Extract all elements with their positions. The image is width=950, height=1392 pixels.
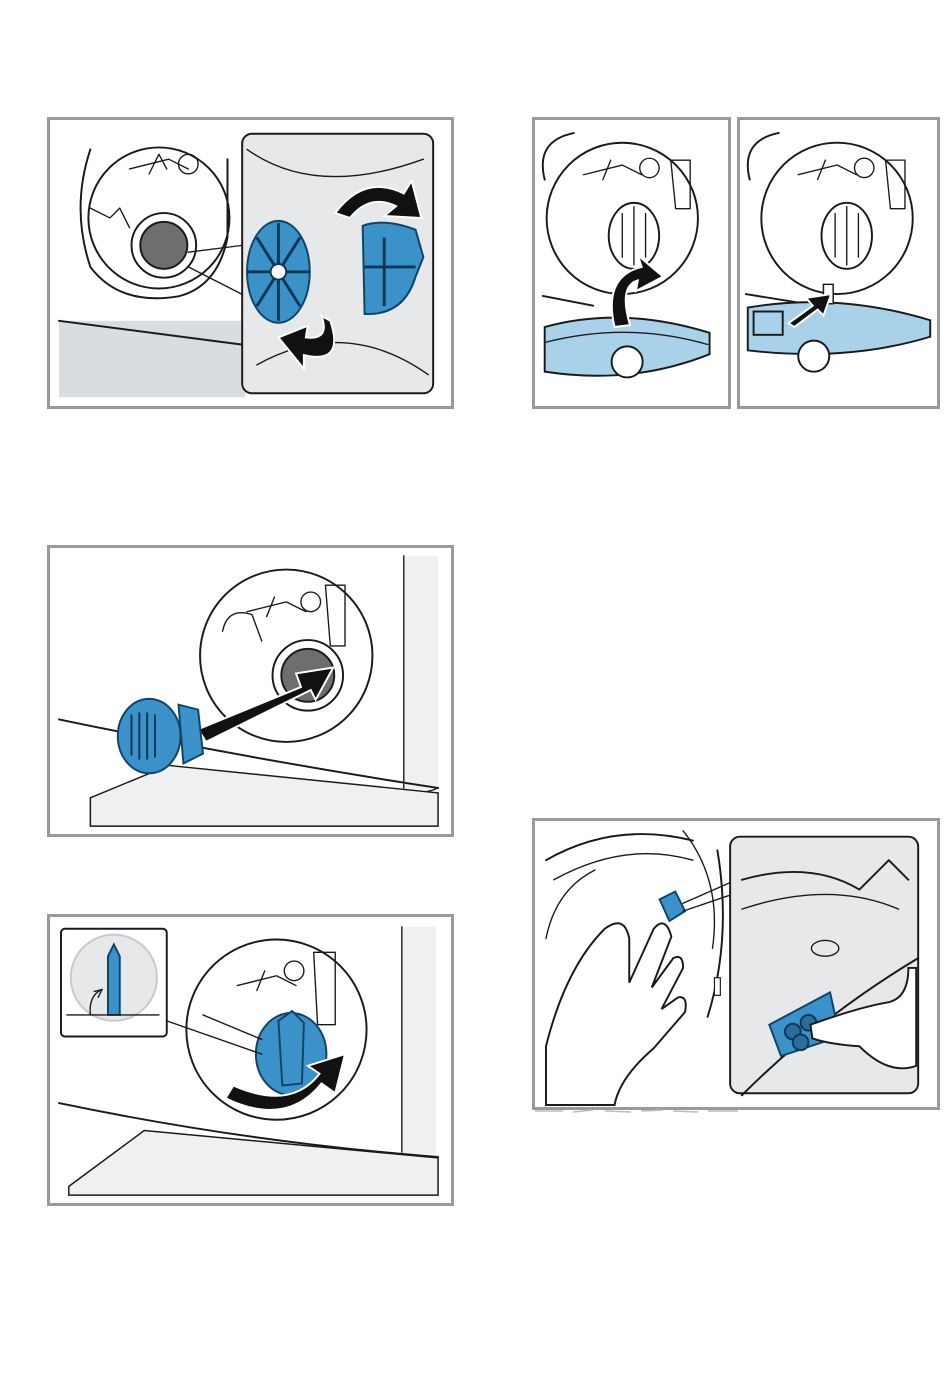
figure-filter-turn: [47, 914, 454, 1206]
flap-open-illustration: [535, 120, 728, 406]
figure-filter-insert: [47, 545, 454, 837]
flap-close-illustration: [740, 120, 937, 406]
filter-insert-illustration: [50, 548, 451, 834]
step-badge-icon: [612, 346, 643, 377]
pump-filter-icon: [118, 699, 203, 773]
filter-turn-illustration: [50, 917, 451, 1203]
step-badge-icon: [798, 341, 829, 372]
figure-flap-close: [737, 117, 940, 409]
curved-arrow-icon: [612, 255, 663, 327]
hand-icon: [546, 923, 686, 1105]
figure-flap-open: [532, 117, 731, 409]
caption-scribble: [533, 1106, 743, 1116]
clip-icon: [660, 892, 685, 921]
vertical-handle-icon: [278, 1011, 303, 1085]
filter-closeup-illustration: [50, 120, 451, 406]
figure-filter-closeup: [47, 117, 454, 409]
drum-clip-illustration: [535, 821, 937, 1107]
figure-drum-clip: [532, 818, 940, 1110]
pump-filter-icon: [247, 221, 310, 323]
insert-arrow-icon: [198, 667, 333, 741]
